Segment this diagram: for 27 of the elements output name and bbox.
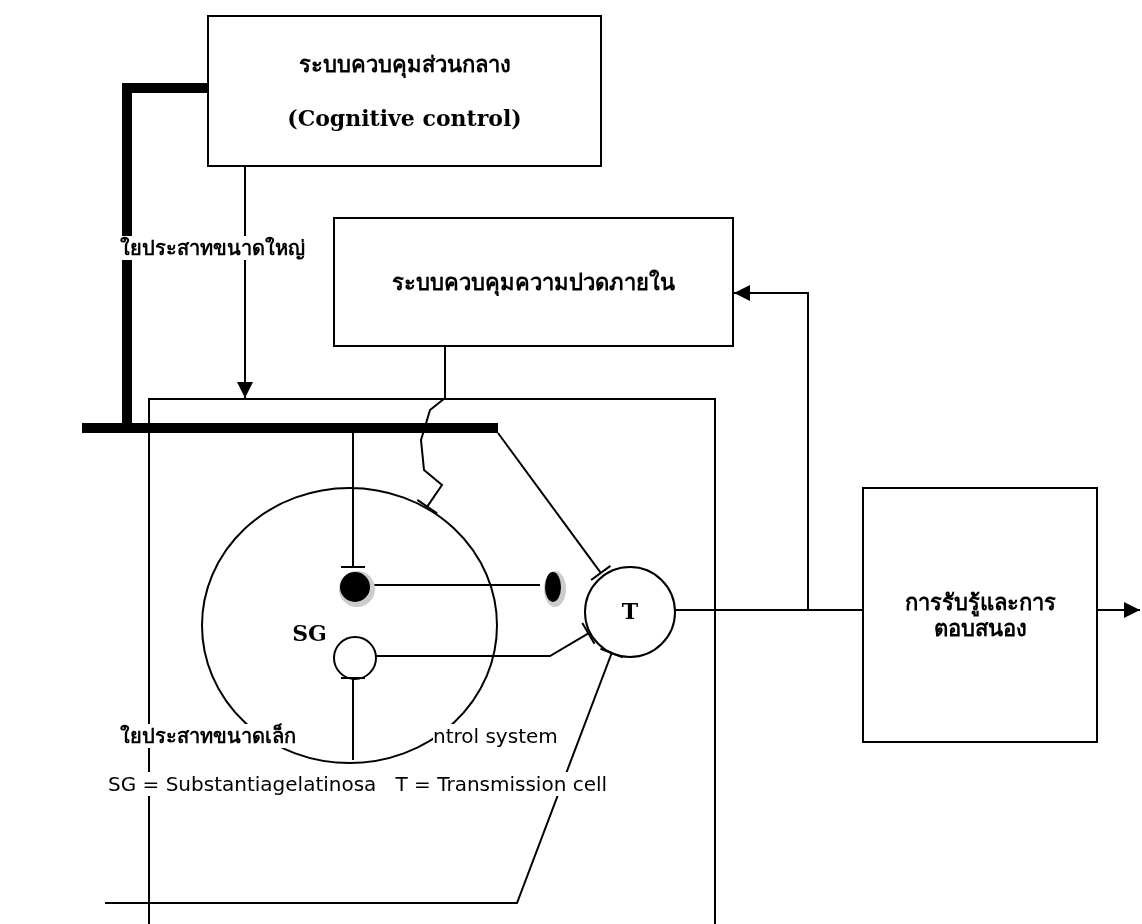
cell-circle	[333, 636, 377, 680]
inhibition-line	[497, 432, 612, 582]
filled-dot	[542, 569, 564, 605]
node-label: ระบบควบคุมความปวดภายใน	[392, 268, 675, 296]
connector-line	[122, 83, 207, 423]
inhibition-line	[340, 432, 366, 568]
fiber-label: ใยประสาทขนาดเล็ก	[120, 724, 296, 748]
inhibition-line	[416, 346, 446, 515]
process-box	[207, 15, 602, 167]
process-box	[862, 487, 1098, 743]
fiber-label: ใยประสาทขนาดใหญ่	[120, 236, 305, 260]
inhibition-line	[374, 622, 596, 657]
node-label: ระบบควบคุมส่วนกลาง	[298, 50, 511, 77]
arrow	[237, 166, 253, 399]
inhibition-line	[340, 677, 366, 761]
node-label: การรับรู้และการตอบสนอง	[903, 588, 1057, 642]
node-label: (Cognitive control)	[287, 105, 522, 132]
cell-circle	[584, 566, 676, 658]
filled-dot	[337, 569, 373, 605]
caption-text: ntrol system	[433, 724, 558, 748]
nerve-fiber-bar	[82, 423, 498, 433]
node-label: SG	[291, 619, 328, 646]
arrow	[1097, 602, 1141, 618]
inhibition-line	[104, 647, 624, 904]
node-label: T	[620, 598, 640, 625]
caption-text: SG = Substantiagelatinosa T = Transmission cell	[108, 772, 608, 796]
process-box	[333, 217, 734, 347]
